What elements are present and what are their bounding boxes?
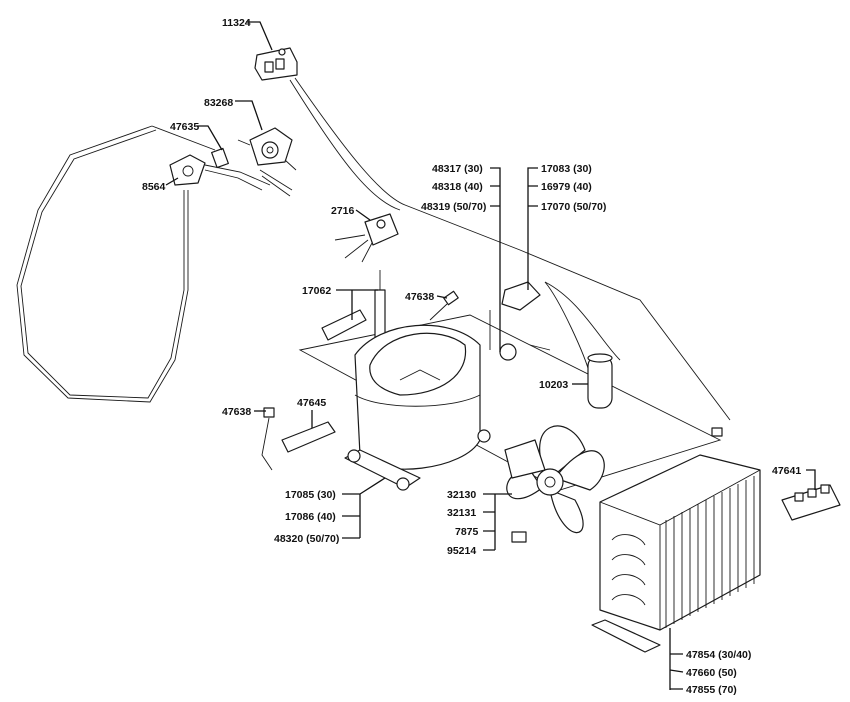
label-47645: 47645 xyxy=(297,397,326,409)
label-83268: 83268 xyxy=(204,97,233,109)
label-47638-upper: 47638 xyxy=(405,291,434,303)
filter-drier-17062 xyxy=(321,270,386,341)
coil-2716 xyxy=(334,213,399,263)
label-95214: 95214 xyxy=(447,545,476,557)
capacitor-10203 xyxy=(587,353,613,409)
label-16979: 16979 (40) xyxy=(541,181,592,193)
connector-47635 xyxy=(211,147,229,169)
pipe-fitting xyxy=(711,427,723,437)
solenoid-valve-83268 xyxy=(237,127,297,197)
label-17062: 17062 xyxy=(302,285,331,297)
drier-47645 xyxy=(281,421,336,453)
part-labels: 11324 83268 47635 8564 2716 48317 (30) 4… xyxy=(142,17,801,696)
label-7875: 7875 xyxy=(455,526,479,538)
label-2716: 2716 xyxy=(331,205,355,217)
label-11324: 11324 xyxy=(222,17,251,29)
label-17070: 17070 (50/70) xyxy=(541,201,606,213)
label-17085: 17085 (30) xyxy=(285,489,336,501)
label-10203: 10203 xyxy=(539,379,568,391)
label-8564: 8564 xyxy=(142,181,166,193)
refrigerant-loop xyxy=(16,125,216,403)
label-48317: 48317 (30) xyxy=(432,163,483,175)
access-valve-47638-upper xyxy=(429,290,459,321)
label-48318: 48318 (40) xyxy=(432,181,483,193)
label-47635: 47635 xyxy=(170,121,199,133)
leader-lines xyxy=(165,21,816,690)
label-47641: 47641 xyxy=(772,465,801,477)
label-17086: 17086 (40) xyxy=(285,511,336,523)
label-17083: 17083 (30) xyxy=(541,163,592,175)
label-32130: 32130 xyxy=(447,489,476,501)
thermostat-control-11324 xyxy=(254,47,298,81)
terminal-block-47641 xyxy=(781,484,841,521)
condenser-47854 xyxy=(591,454,761,653)
fan-32130 xyxy=(504,425,605,543)
label-32131: 32131 xyxy=(447,507,476,519)
relay-overload-48317 xyxy=(489,281,551,361)
wiring-harness xyxy=(289,77,731,421)
access-valve-47638-lower xyxy=(261,407,275,471)
compressor xyxy=(354,324,481,470)
label-48319: 48319 (50/70) xyxy=(421,201,486,213)
label-48320: 48320 (50/70) xyxy=(274,533,339,545)
power-cord-8564 xyxy=(169,154,271,191)
label-47638-lower: 47638 xyxy=(222,406,251,418)
label-47855: 47855 (70) xyxy=(686,684,737,696)
label-47854: 47854 (30/40) xyxy=(686,649,751,661)
label-47660: 47660 (50) xyxy=(686,667,737,679)
